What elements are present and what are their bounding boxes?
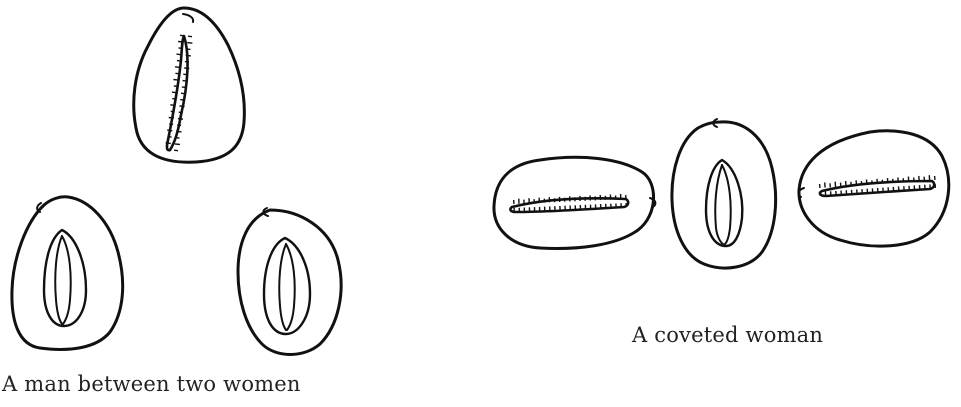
aperture-tooth (178, 119, 183, 120)
aperture-tooth (171, 111, 175, 112)
toothed-aperture (166, 35, 193, 150)
aperture-tooth (179, 106, 184, 107)
caption-coveted-woman: A coveted woman (632, 323, 823, 347)
aperture-tooth (186, 55, 191, 56)
aperture-tooth (174, 150, 178, 151)
aperture-tooth (178, 42, 183, 43)
aperture-tooth (183, 74, 187, 75)
cowrie-shell-open-right (238, 208, 341, 355)
aperture-tooth (179, 112, 183, 113)
aperture-tooth (176, 131, 181, 132)
caption-man-between-two-women: A man between two women (2, 372, 301, 396)
cowrie-shell-toothed-right (799, 131, 949, 246)
aperture-tooth (170, 105, 175, 106)
cowrie-shell-toothed-left (494, 157, 655, 248)
aperture-tooth (172, 99, 176, 100)
aperture-tooth (183, 81, 188, 82)
aperture-tooth (172, 92, 177, 93)
aperture-tooth (173, 80, 178, 81)
aperture-tooth (174, 86, 178, 87)
aperture-tooth (184, 68, 189, 69)
aperture-tooth (180, 100, 184, 101)
aperture-tooth (186, 49, 190, 50)
aperture-tooth (166, 149, 170, 150)
aperture-tooth (177, 125, 181, 126)
aperture-tooth (177, 54, 182, 55)
aperture-tooth (188, 36, 192, 37)
toothed-aperture (820, 175, 936, 197)
aperture-tooth (169, 124, 173, 125)
aperture-tooth (187, 43, 192, 44)
aperture-tooth (176, 138, 180, 139)
aperture-tooth (177, 61, 181, 62)
aperture-tooth (175, 73, 179, 74)
aperture-tooth (168, 137, 172, 138)
aperture-tooth (182, 87, 186, 88)
toothed-aperture (510, 194, 628, 213)
aperture-tooth (167, 130, 172, 131)
aperture-tooth (181, 93, 186, 94)
aperture-tooth (175, 144, 180, 145)
aperture-tooth (185, 62, 189, 63)
aperture-tooth (179, 48, 183, 49)
cowrie-shell-open-left (12, 197, 123, 350)
aperture-tooth (169, 118, 174, 119)
cowrie-shell-toothed-top (134, 8, 245, 162)
cowrie-shell-open-middle (672, 119, 776, 268)
aperture-tooth (180, 35, 184, 36)
aperture-tooth (175, 67, 180, 68)
aperture-tooth (166, 143, 171, 144)
